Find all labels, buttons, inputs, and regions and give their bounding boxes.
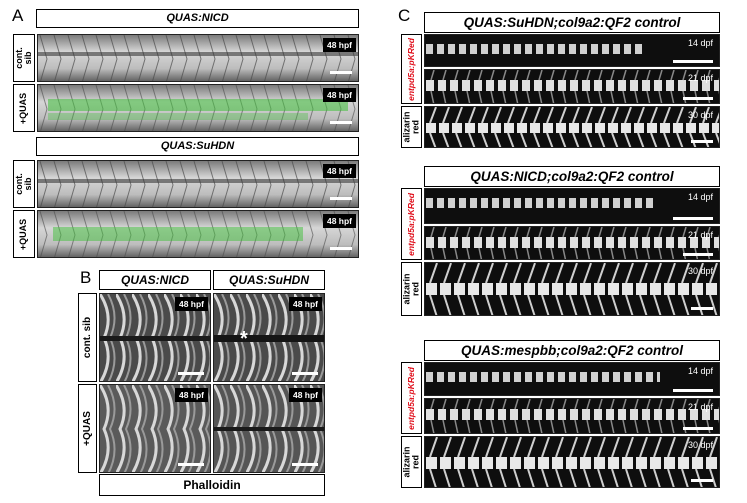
scale-bar	[673, 389, 713, 392]
panel-label-c: C	[398, 6, 411, 25]
time-tag: 30 dpf	[687, 440, 713, 450]
panel-a-row-label-quas-2: +QUAS	[13, 210, 35, 258]
scale-bar	[683, 97, 713, 100]
scale-bar	[178, 463, 204, 466]
panel-b-footer-phalloidin: Phalloidin	[99, 474, 325, 496]
panel-c-group2-side-alizarin: alizarin red	[401, 262, 422, 316]
time-tag: 14 dpf	[687, 38, 713, 48]
panel-label-b: B	[80, 268, 92, 287]
panel-a-row-label-quas: +QUAS	[13, 84, 35, 132]
panel-c-group1-image-14dpf: 14 dpf	[424, 34, 720, 67]
panel-b-row-label-control: cont. sib	[78, 293, 97, 382]
scale-bar	[691, 307, 713, 310]
time-tag: 48 hpf	[322, 88, 356, 102]
panel-a-image-suhdn-control: 48 hpf	[37, 160, 359, 208]
panel-c-group2-header: QUAS:NICD;col9a2:QF2 control	[424, 166, 720, 187]
panel-c-group1-header: QUAS:SuHDN;col9a2:QF2 control	[424, 12, 720, 33]
panel-b-image-suhdn-control: 48 hpf *	[213, 293, 325, 382]
time-tag: 21 dpf	[687, 230, 713, 240]
panel-c-group1-image-30dpf: 30 dpf	[424, 106, 720, 148]
time-tag: 48 hpf	[288, 297, 322, 311]
panel-c-group3-side-alizarin: alizarin red	[401, 436, 422, 488]
panel-b-image-suhdn-quas: 48 hpf	[213, 384, 325, 473]
time-tag: 48 hpf	[288, 388, 322, 402]
panel-c-group1-side-red: entpd5a:pKRed	[401, 34, 422, 104]
panel-a-header-top: QUAS:NICD	[36, 9, 359, 28]
panel-c-group1-side-alizarin: alizarin red	[401, 106, 422, 148]
time-tag: 48 hpf	[174, 388, 208, 402]
panel-label-a: A	[12, 6, 24, 25]
panel-c-group3-image-14dpf: 14 dpf	[424, 362, 720, 396]
panel-c-group3-image-30dpf: 30 dpf	[424, 436, 720, 488]
time-tag: 14 dpf	[687, 192, 713, 202]
scale-bar	[683, 253, 713, 256]
scale-bar	[673, 60, 713, 63]
scale-bar	[330, 121, 352, 124]
panel-c-group1-image-21dpf: 21 dpf	[424, 69, 720, 104]
panel-a-row-label-control: cont. sib	[13, 34, 35, 82]
panel-b-image-nicd-control: 48 hpf	[99, 293, 211, 382]
scale-bar	[673, 217, 713, 220]
time-tag: 48 hpf	[322, 164, 356, 178]
scale-bar	[292, 372, 318, 375]
panel-c-group2-image-30dpf: 30 dpf	[424, 262, 720, 316]
panel-b-row-label-quas: +QUAS	[78, 384, 97, 473]
scale-bar	[691, 140, 713, 143]
scale-bar	[330, 247, 352, 250]
time-tag: 30 dpf	[687, 110, 713, 120]
time-tag: 14 dpf	[687, 366, 713, 376]
time-tag: 21 dpf	[687, 402, 713, 412]
time-tag: 21 dpf	[687, 73, 713, 83]
scale-bar	[292, 463, 318, 466]
scale-bar	[683, 427, 713, 430]
panel-c-group3-image-21dpf: 21 dpf	[424, 398, 720, 434]
asterisk-marker: *	[240, 328, 248, 350]
panel-b-image-nicd-quas: 48 hpf	[99, 384, 211, 473]
panel-a-image-nicd-quas: 48 hpf	[37, 84, 359, 132]
panel-b-col-header-suhdn: QUAS:SuHDN	[213, 270, 325, 290]
panel-c-group3-header: QUAS:mespbb;col9a2:QF2 control	[424, 340, 720, 361]
panel-c-group2-image-21dpf: 21 dpf	[424, 226, 720, 260]
panel-c-group2-side-red: entpd5a:pKRed	[401, 188, 422, 260]
scale-bar	[330, 71, 352, 74]
panel-a-image-nicd-control: 48 hpf	[37, 34, 359, 82]
scale-bar	[330, 197, 352, 200]
panel-a-row-label-control-2: cont. sib	[13, 160, 35, 208]
time-tag: 48 hpf	[322, 38, 356, 52]
panel-c-group2-image-14dpf: 14 dpf	[424, 188, 720, 224]
scale-bar	[178, 372, 204, 375]
scale-bar	[691, 479, 713, 482]
panel-b-col-header-nicd: QUAS:NICD	[99, 270, 211, 290]
panel-c-group3-side-red: entpd5a:pKRed	[401, 362, 422, 434]
panel-a-image-suhdn-quas: 48 hpf	[37, 210, 359, 258]
time-tag: 30 dpf	[687, 266, 713, 276]
time-tag: 48 hpf	[174, 297, 208, 311]
panel-a-header-bottom: QUAS:SuHDN	[36, 137, 359, 156]
time-tag: 48 hpf	[322, 214, 356, 228]
